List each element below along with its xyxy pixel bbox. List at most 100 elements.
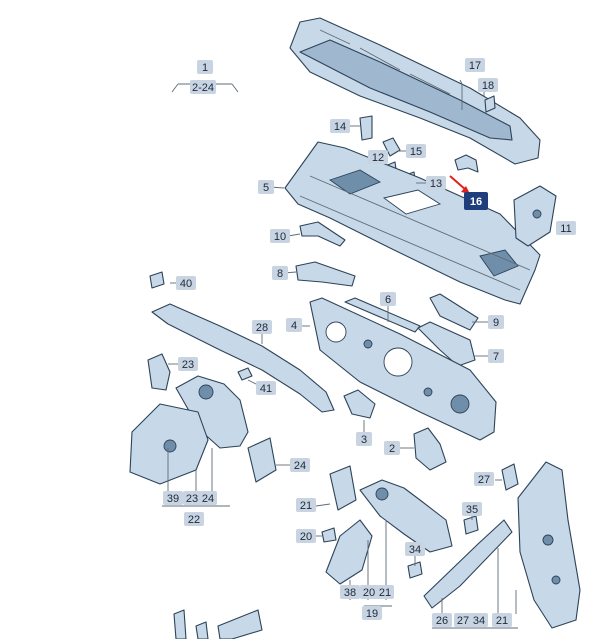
- callout-13[interactable]: 13: [426, 176, 446, 190]
- callout-27b[interactable]: 27: [454, 613, 472, 627]
- part-bracket-23[interactable]: [147, 353, 171, 391]
- callout-40[interactable]: 40: [176, 276, 196, 290]
- part-bracket-27[interactable]: [501, 463, 519, 491]
- callout-7[interactable]: 7: [488, 349, 504, 363]
- callout-8[interactable]: 8: [272, 266, 288, 280]
- callout-38[interactable]: 38: [340, 585, 360, 599]
- part-bottom-partial[interactable]: [173, 609, 263, 639]
- callout-19[interactable]: 19: [362, 606, 382, 620]
- part-bracket-2[interactable]: [413, 427, 447, 471]
- callout-39[interactable]: 39: [163, 491, 183, 505]
- callout-24b[interactable]: 24: [199, 491, 217, 505]
- svg-text:18: 18: [482, 80, 494, 92]
- callout-22[interactable]: 22: [184, 512, 204, 526]
- part-plate-3[interactable]: [343, 389, 376, 419]
- part-bracket-7[interactable]: [417, 321, 476, 367]
- callout-12[interactable]: 12: [368, 150, 388, 164]
- callout-group-1[interactable]: 1: [197, 60, 213, 74]
- part-strip-6[interactable]: [344, 297, 421, 333]
- callout-23b[interactable]: 23: [183, 491, 201, 505]
- part-clip-14[interactable]: [359, 115, 373, 141]
- part-long-bar-28[interactable]: [151, 303, 335, 413]
- part-bracket-16[interactable]: [454, 154, 479, 173]
- callout-2[interactable]: 2: [384, 441, 400, 455]
- svg-text:5: 5: [263, 182, 269, 194]
- callout-41[interactable]: 41: [256, 381, 276, 395]
- part-cowl-cover[interactable]: [289, 17, 541, 165]
- callout-5[interactable]: 5: [258, 180, 274, 194]
- part-bracket-9[interactable]: [429, 293, 479, 331]
- svg-text:13: 13: [430, 178, 442, 190]
- callout-17[interactable]: 17: [465, 58, 485, 72]
- callout-27[interactable]: 27: [474, 472, 494, 486]
- svg-text:6: 6: [385, 294, 391, 306]
- part-nut-35[interactable]: [463, 515, 479, 535]
- svg-text:10: 10: [274, 231, 286, 243]
- callout-6[interactable]: 6: [380, 292, 396, 306]
- part-bracket-11[interactable]: [513, 185, 557, 247]
- svg-text:27: 27: [457, 615, 469, 627]
- callout-35[interactable]: 35: [462, 502, 482, 516]
- callout-34b[interactable]: 34: [470, 613, 488, 627]
- svg-text:14: 14: [334, 121, 346, 133]
- svg-text:24: 24: [294, 460, 306, 472]
- part-bracket-24[interactable]: [247, 437, 277, 483]
- highlight-arrow-icon: [449, 175, 470, 194]
- part-strip-10[interactable]: [299, 221, 346, 247]
- svg-text:34: 34: [473, 615, 485, 627]
- part-clip-34[interactable]: [407, 561, 423, 579]
- part-nut-20[interactable]: [321, 527, 337, 543]
- part-a-pillar[interactable]: [517, 461, 581, 629]
- svg-text:40: 40: [180, 278, 192, 290]
- svg-text:3: 3: [361, 434, 367, 446]
- part-strut-tower-left[interactable]: [129, 375, 249, 485]
- callout-3[interactable]: 3: [356, 432, 372, 446]
- svg-text:15: 15: [410, 146, 422, 158]
- svg-text:24: 24: [202, 493, 214, 505]
- callout-group-1-range: 2-24: [190, 80, 216, 94]
- callout-20[interactable]: 20: [296, 529, 316, 543]
- svg-text:21: 21: [496, 615, 508, 627]
- part-bulkhead[interactable]: [309, 297, 497, 441]
- svg-text:23: 23: [182, 359, 194, 371]
- part-plenum-panel[interactable]: [284, 141, 541, 305]
- callout-14[interactable]: 14: [330, 119, 350, 133]
- svg-text:20: 20: [363, 587, 375, 599]
- callout-9[interactable]: 9: [488, 315, 504, 329]
- part-bolt-41[interactable]: [237, 367, 253, 381]
- callout-21c[interactable]: 21: [376, 585, 394, 599]
- svg-text:12: 12: [372, 152, 384, 164]
- svg-text:38: 38: [344, 587, 356, 599]
- svg-text:21: 21: [300, 500, 312, 512]
- part-strut-tower-right[interactable]: [325, 465, 453, 585]
- part-member-26[interactable]: [423, 519, 513, 609]
- callout-11[interactable]: 11: [556, 221, 576, 235]
- callout-24[interactable]: 24: [290, 458, 310, 472]
- callout-28[interactable]: 28: [252, 320, 272, 334]
- svg-text:28: 28: [256, 322, 268, 334]
- callout-20b[interactable]: 20: [360, 585, 378, 599]
- callout-34[interactable]: 34: [405, 542, 425, 556]
- part-bracket-8[interactable]: [295, 261, 356, 287]
- svg-text:8: 8: [277, 268, 283, 280]
- callout-10[interactable]: 10: [270, 229, 290, 243]
- svg-text:34: 34: [409, 544, 421, 556]
- svg-text:11: 11: [560, 223, 571, 235]
- callout-15[interactable]: 15: [406, 144, 426, 158]
- svg-text:20: 20: [300, 531, 312, 543]
- svg-text:26: 26: [436, 615, 448, 627]
- callout-4[interactable]: 4: [286, 318, 302, 332]
- callout-21a[interactable]: 21: [296, 498, 316, 512]
- svg-text:9: 9: [493, 317, 499, 329]
- callout-18[interactable]: 18: [478, 78, 498, 92]
- svg-text:4: 4: [291, 320, 297, 332]
- svg-text:19: 19: [366, 608, 378, 620]
- callout-23[interactable]: 23: [178, 357, 198, 371]
- svg-text:2-24: 2-24: [192, 82, 214, 94]
- part-bracket-18[interactable]: [484, 95, 496, 113]
- part-nut-40[interactable]: [149, 271, 165, 289]
- callout-26[interactable]: 26: [432, 613, 452, 627]
- callout-21b[interactable]: 21: [492, 613, 512, 627]
- svg-text:41: 41: [260, 383, 272, 395]
- callout-16[interactable]: 16: [464, 192, 488, 210]
